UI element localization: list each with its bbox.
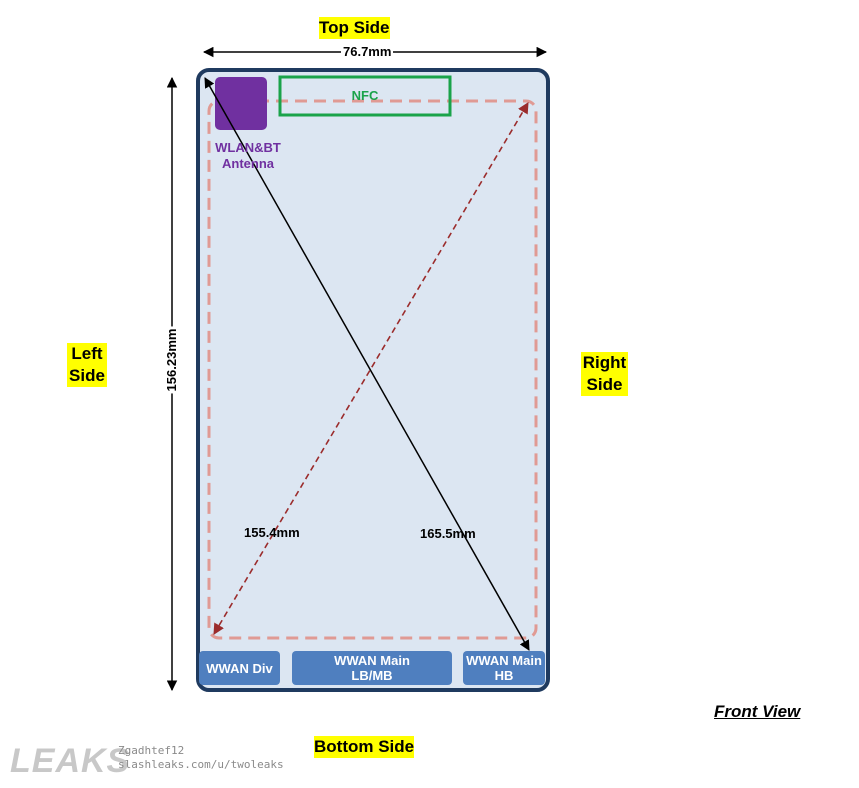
wlan-bt-line1: WLAN&BT — [215, 140, 281, 155]
wlan-bt-label: WLAN&BT Antenna — [205, 140, 291, 172]
wwan-main-hb-antenna: WWAN Main HB — [463, 651, 545, 685]
left-side-line2: Side — [69, 366, 105, 385]
left-side-line1: Left — [71, 344, 103, 363]
display-diagonal-arrow — [213, 102, 529, 635]
nfc-label: NFC — [351, 88, 379, 103]
watermark-text: Zgadhtef12 slashleaks.com/u/twoleaks — [118, 744, 284, 772]
bottom-side-label: Bottom Side — [314, 736, 415, 758]
watermark-line1: Zgadhtef12 — [118, 744, 185, 757]
wwan-main-lbmb-line2: LB/MB — [351, 668, 393, 683]
wwan-main-lbmb-antenna: WWAN Main LB/MB — [292, 651, 452, 685]
wwan-div-antenna: WWAN Div — [199, 651, 280, 685]
device-diagonal-label: 165.5mm — [420, 526, 476, 541]
watermark-logo: LEAKS — [10, 742, 131, 780]
wwan-main-lbmb-line1: WWAN Main — [334, 653, 410, 668]
display-diagonal-label: 155.4mm — [244, 525, 300, 540]
top-side-label: Top Side — [319, 17, 390, 39]
height-dimension-label: 156.23mm — [164, 326, 180, 394]
right-side-line1: Right — [582, 353, 627, 372]
front-view-label: Front View — [714, 702, 801, 721]
wwan-div-label: WWAN Div — [206, 660, 273, 676]
right-side-line2: Side — [586, 375, 623, 394]
wlan-bt-line2: Antenna — [222, 156, 274, 171]
left-side-label: Left Side — [67, 343, 107, 387]
right-side-label: Right Side — [581, 352, 628, 396]
wwan-main-hb-line2: HB — [494, 668, 514, 683]
wwan-main-hb-line1: WWAN Main — [466, 653, 542, 668]
wlan-bt-antenna-block — [215, 77, 267, 130]
width-dimension-label: 76.7mm — [341, 44, 394, 60]
watermark-line2: slashleaks.com/u/twoleaks — [118, 758, 284, 771]
